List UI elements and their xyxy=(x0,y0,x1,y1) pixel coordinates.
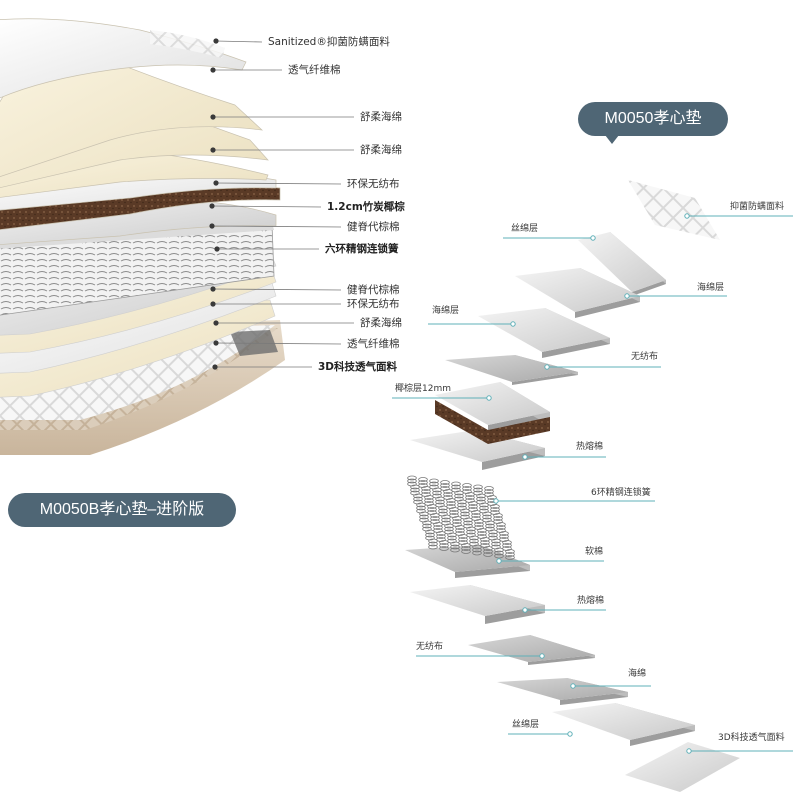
right-slab-quilted-fabric xyxy=(628,180,720,240)
right-leader-dot xyxy=(522,607,528,613)
spring-unit-top xyxy=(0,222,274,249)
left-product-badge: M0050B孝心垫–进阶版 xyxy=(8,493,236,527)
right-leader-dot xyxy=(486,395,492,401)
left-leader-dot xyxy=(214,246,220,252)
left-mattress-exploded-view xyxy=(0,18,285,455)
right-slab-foam-3 xyxy=(497,678,628,705)
left-leader-dot xyxy=(210,114,216,120)
right-leader-dot xyxy=(510,321,516,327)
right-slab-foam-1 xyxy=(515,268,640,318)
right-leader-dot xyxy=(496,558,502,564)
right-slab-silk-2 xyxy=(552,703,695,746)
left-layer-label: 舒柔海绵 xyxy=(360,111,402,123)
right-leader-dot xyxy=(493,498,499,504)
left-layer-label: 环保无纺布 xyxy=(347,178,400,190)
right-leader-dot xyxy=(539,653,545,659)
right-layer-label: 丝绵层 xyxy=(511,224,539,234)
top-fabric-quilt-patch xyxy=(150,30,225,58)
left-layer-label: 3D科技透气面料 xyxy=(318,361,398,373)
right-coir-side-front xyxy=(488,417,550,444)
left-leader-line xyxy=(215,182,342,185)
right-mattress-exploded-view xyxy=(405,180,740,792)
right-layer-label: 无纺布 xyxy=(416,642,444,652)
left-layer-label: 透气纤维棉 xyxy=(347,338,400,350)
left-layer-label: 舒柔海绵 xyxy=(360,317,402,329)
left-leader-dot xyxy=(213,180,219,186)
left-leader-dot xyxy=(212,364,218,370)
right-spring-coils xyxy=(407,475,515,560)
right-slab-nonwoven-2 xyxy=(468,635,595,665)
left-layer-label: 健脊代棕棉 xyxy=(347,284,400,296)
right-layer-label: 丝绵层 xyxy=(512,720,540,730)
right-layer-label: 海绵层 xyxy=(432,306,460,316)
right-layer-label: 海绵 xyxy=(628,669,647,679)
right-leader-dot xyxy=(624,293,630,299)
right-leader-dot xyxy=(567,731,573,737)
right-slab-3d-mesh xyxy=(625,742,740,792)
left-layer-label: 环保无纺布 xyxy=(347,298,400,310)
left-leader-dot xyxy=(209,223,215,229)
right-layer-label: 抑菌防螨面料 xyxy=(730,202,785,212)
left-layer-label: 六环精钢连锁簧 xyxy=(325,243,399,255)
right-slab-silk xyxy=(578,232,666,296)
callout-leader-lines xyxy=(209,38,793,754)
right-layer-label: 热熔棉 xyxy=(577,596,605,606)
left-leader-line xyxy=(215,40,263,43)
left-layer-label: 健脊代棕棉 xyxy=(347,221,400,233)
left-leader-dot xyxy=(213,38,219,44)
left-leader-line xyxy=(215,342,342,345)
left-layer-label: 舒柔海绵 xyxy=(360,144,402,156)
right-product-badge: M0050孝心垫 xyxy=(578,102,728,136)
left-leader-dot xyxy=(210,286,216,292)
left-leader-dot xyxy=(210,67,216,73)
left-layer-label: Sanitized®抑菌防螨面料 xyxy=(268,36,390,48)
left-layer-label: 透气纤维棉 xyxy=(288,64,341,76)
left-leader-dot xyxy=(210,301,216,307)
right-leader-dot xyxy=(544,364,550,370)
right-layer-label: 热熔棉 xyxy=(576,442,604,452)
right-layer-label: 无纺布 xyxy=(631,352,659,362)
right-leader-dot xyxy=(684,213,690,219)
left-leader-dot xyxy=(213,320,219,326)
left-leader-line xyxy=(212,288,342,291)
right-layer-label: 椰棕层12mm xyxy=(395,384,451,394)
right-slab-foam-2 xyxy=(478,308,610,358)
right-slab-nonwoven xyxy=(445,355,578,385)
right-leader-dot xyxy=(570,683,576,689)
left-layer-label: 1.2cm竹炭椰棕 xyxy=(327,201,405,213)
left-leader-dot xyxy=(209,203,215,209)
left-leader-line xyxy=(211,225,342,228)
top-fabric-curl xyxy=(0,18,247,99)
right-leader-dot xyxy=(686,748,692,754)
right-slab-hotmelt-2 xyxy=(410,585,545,624)
right-leader-dot xyxy=(590,235,596,241)
left-leader-dot xyxy=(210,147,216,153)
right-layer-label: 软棉 xyxy=(585,547,604,557)
right-layer-label: 海绵层 xyxy=(697,283,725,293)
right-coir-side-left xyxy=(435,400,488,444)
left-leader-dot xyxy=(213,340,219,346)
right-layer-label: 3D科技透气面料 xyxy=(718,733,785,743)
left-leader-line xyxy=(211,205,322,208)
right-badge-pointer-icon xyxy=(605,135,619,144)
right-layer-label: 6环精钢连锁簧 xyxy=(591,488,651,498)
right-leader-dot xyxy=(522,454,528,460)
